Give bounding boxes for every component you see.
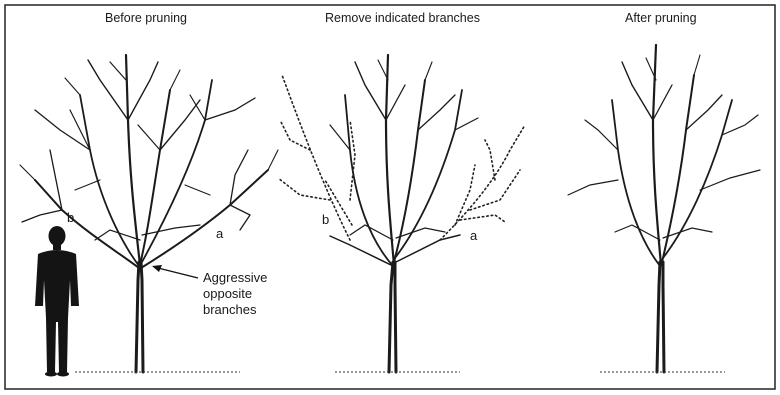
panel-title-before: Before pruning xyxy=(105,11,188,25)
annotation-text: Aggressive opposite branches xyxy=(203,270,267,318)
label-a-remove: a xyxy=(470,228,478,243)
tree-after xyxy=(567,43,761,374)
label-b-before: b xyxy=(67,210,75,225)
annotation-line-3: branches xyxy=(203,302,257,317)
label-b-remove: b xyxy=(322,212,330,227)
tree-remove xyxy=(329,53,479,374)
figure-border xyxy=(4,4,776,390)
branches-to-remove xyxy=(277,74,526,241)
panel-title-after: After pruning xyxy=(625,11,697,25)
annotation-arrow xyxy=(152,265,199,279)
annotation-line-2: opposite xyxy=(203,286,253,301)
panel-title-remove: Remove indicated branches xyxy=(325,11,480,25)
label-a-before: a xyxy=(216,226,224,241)
annotation-line-1: Aggressive xyxy=(203,270,268,285)
person-silhouette xyxy=(35,226,79,377)
tree-before xyxy=(19,53,279,374)
